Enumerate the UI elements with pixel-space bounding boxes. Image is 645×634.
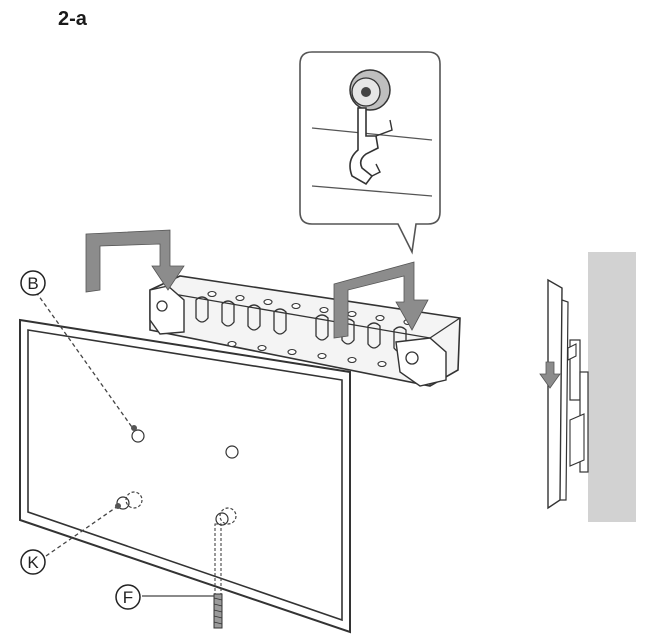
mounting-hole-icon xyxy=(131,429,239,459)
left-hang-arrow xyxy=(85,229,185,293)
svg-text:F: F xyxy=(123,588,133,607)
part-label-k: K xyxy=(20,549,46,575)
wall-bracket xyxy=(149,275,461,387)
hang-direction-arrows xyxy=(85,229,429,339)
screw-f-icon xyxy=(213,523,223,629)
mounting-hole-with-spacer-icon xyxy=(116,491,237,526)
right-hang-arrow xyxy=(333,261,429,339)
leader-k xyxy=(45,505,119,557)
side-down-arrow xyxy=(539,361,561,389)
part-label-b: B xyxy=(20,270,46,296)
tv-back-panel xyxy=(19,318,351,634)
step-label: 2-a xyxy=(58,8,87,30)
leader-b xyxy=(35,291,135,431)
zoom-detail-callout xyxy=(299,51,441,255)
side-view xyxy=(539,252,636,522)
screw-head-icon xyxy=(349,69,391,111)
svg-text:B: B xyxy=(27,274,38,293)
svg-text:K: K xyxy=(27,553,39,572)
wall xyxy=(588,252,636,522)
bracket-hook-icon xyxy=(349,107,379,186)
part-label-f: F xyxy=(115,584,141,610)
